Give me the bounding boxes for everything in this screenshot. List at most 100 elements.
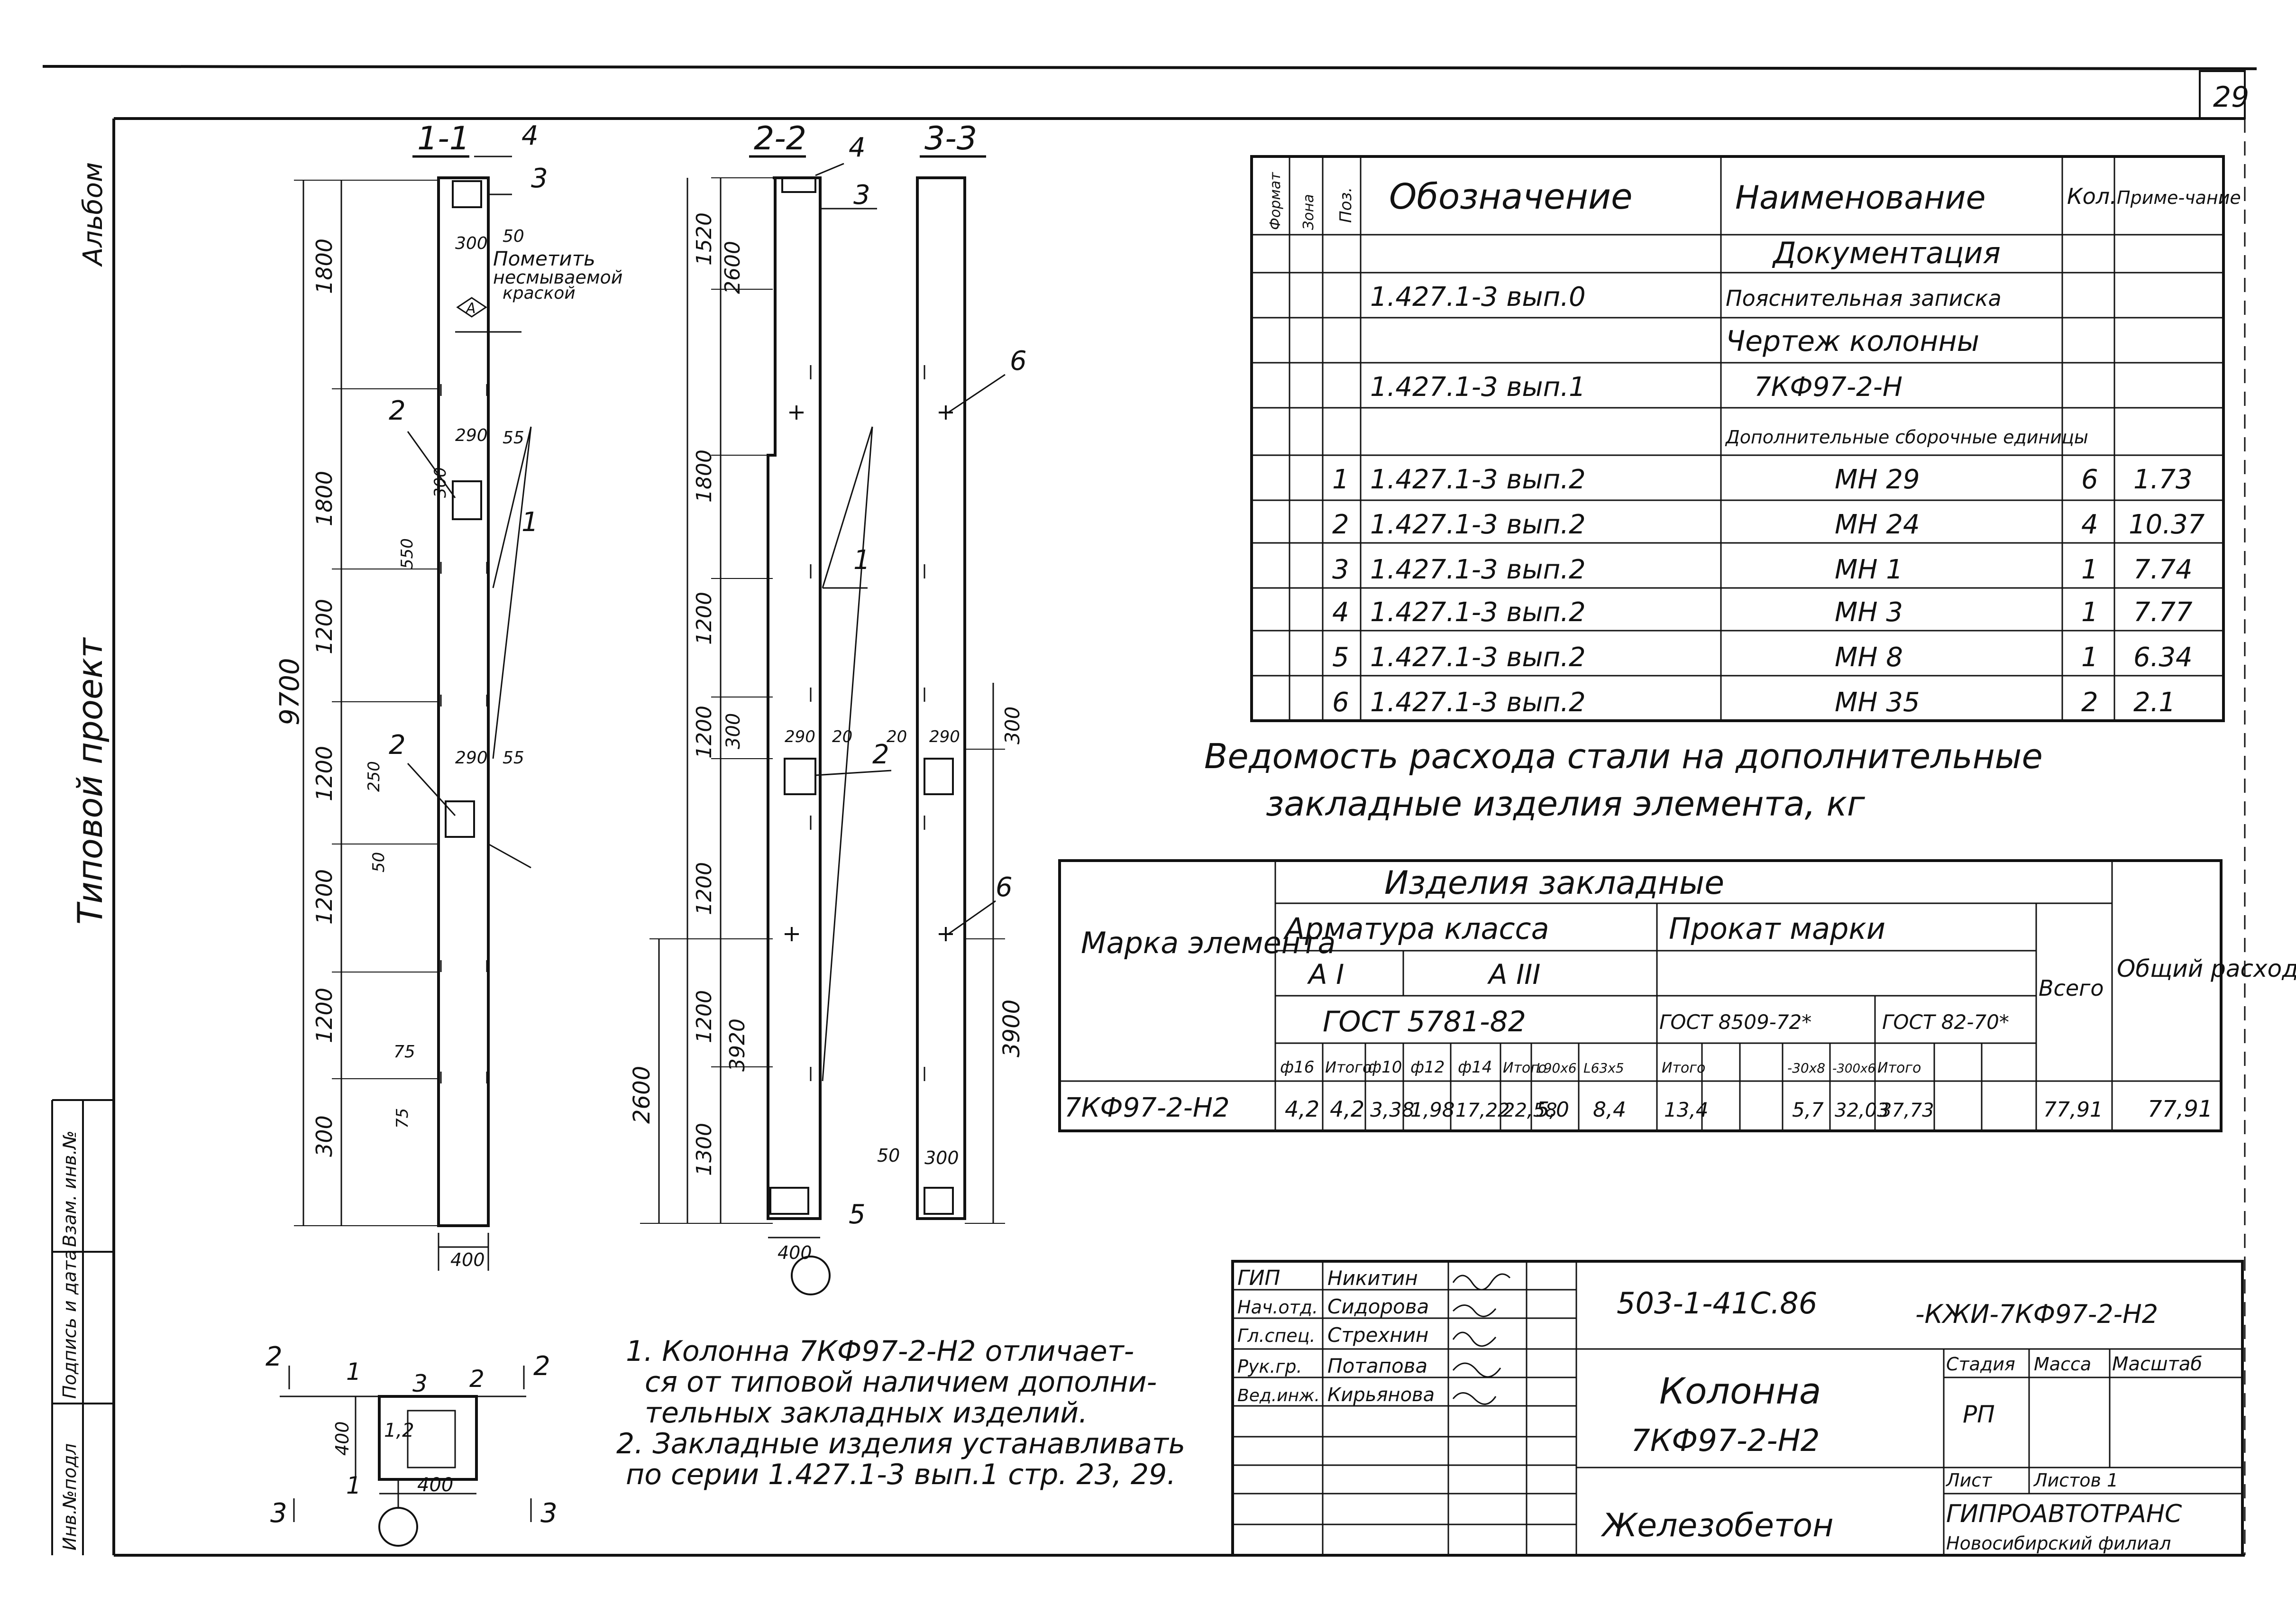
spec-row-5-poz: 2	[1332, 509, 1349, 540]
callout-1-v2: 1	[853, 545, 870, 576]
callout-3: 3	[531, 163, 548, 194]
plan-dim-400-h: 400	[417, 1474, 453, 1496]
steel-sub-9: -30х8	[1787, 1060, 1825, 1076]
spec-h-prim: Приме-чание	[2117, 187, 2241, 208]
dim-300-top: 300	[455, 234, 488, 253]
spec-row-2-oboz: 1.427.1-3 вып.1	[1370, 372, 1586, 403]
callout-2-v2: 2	[872, 739, 889, 770]
note-line-2: несмываемой	[493, 267, 622, 288]
spec-row-8-oboz: 1.427.1-3 вып.2	[1370, 642, 1586, 673]
steel-sub-1: Итого	[1325, 1058, 1372, 1076]
spec-row-2-name: 7КФ97-2-Н	[1754, 372, 1903, 403]
plan-label-1-bottom: 1	[346, 1472, 361, 1499]
callout-5-v2: 5	[849, 1199, 866, 1230]
spec-row-9-poz: 6	[1332, 687, 1349, 718]
steel-val-12: 77,91	[2043, 1098, 2103, 1122]
tb-code-suffix: -КЖИ-7КФ97-2-Н2	[1915, 1299, 2158, 1329]
dim-1200-v2b: 1200	[692, 706, 716, 759]
steel-sub-8: Итого	[1662, 1060, 1705, 1076]
plan-label-1-top: 1	[346, 1358, 361, 1385]
view-1-1: 4 3 2 2 1 Пометить несмываемой краской А…	[274, 120, 622, 1271]
spec-h-format: Формат	[1267, 172, 1284, 230]
spec-row-9-kol: 2	[2081, 687, 2098, 718]
plan-view: 2 2 3 3 1 3 2 1,2 1 400 400	[265, 1341, 558, 1547]
spec-row-7-kol: 1	[2081, 597, 2098, 628]
dim-290-b: 290	[455, 748, 488, 768]
tb-role-4: Вед.инж.	[1237, 1386, 1320, 1405]
steel-sub-10: -300х6	[1832, 1062, 1875, 1076]
dim-2600-bottom: 2600	[629, 1066, 655, 1124]
stamp-cell-sign: Подпись и дата	[59, 1249, 80, 1399]
album-label: Альбом	[78, 162, 109, 267]
dim-1200-v2a: 1200	[692, 592, 716, 645]
spec-table: Формат Зона Поз. Обозначение Наименовани…	[1250, 155, 2241, 722]
section-labels: 1-1 2-2 3-3	[412, 120, 986, 158]
tb-name-2: Стрехнин	[1327, 1323, 1428, 1347]
steel-sub-3: ф12	[1410, 1058, 1445, 1077]
tb-role-2: Гл.спец.	[1237, 1325, 1316, 1346]
plan-label-2: 2	[469, 1365, 485, 1393]
steel-val-0: 4,2	[1285, 1096, 1319, 1122]
tb-role-0: ГИП	[1237, 1266, 1281, 1290]
spec-row-4-poz: 1	[1332, 464, 1349, 495]
steel-val-9: 5,7	[1792, 1098, 1824, 1121]
dim-1520: 1520	[692, 212, 716, 266]
steel-caption-2: закладные изделия элемента, кг	[1266, 784, 1866, 824]
spec-h-kol: Кол.	[2067, 184, 2117, 209]
tb-name-1: Сидорова	[1327, 1295, 1429, 1318]
note-line-3: краской	[503, 284, 576, 303]
spec-row-9-name: МН 35	[1835, 687, 1920, 718]
tb-sheets-h: Листов 1	[2033, 1470, 2118, 1491]
steel-val-5: 22,58	[1503, 1100, 1557, 1121]
tb-org: ГИПРОАВТОТРАНС	[1946, 1500, 2182, 1528]
dim-75-a: 75	[393, 1042, 415, 1062]
dim-300-b: 300	[431, 467, 450, 498]
steel-val-10: 32,03	[1835, 1100, 1889, 1121]
callout-6-bottom: 6	[996, 872, 1013, 903]
steel-val-3: 1,98	[1410, 1098, 1455, 1121]
spec-row-5-prim: 10.37	[2129, 509, 2205, 540]
cut-2-right: 2	[533, 1351, 550, 1382]
cut-3-right: 3	[540, 1498, 558, 1529]
dim-290-v3: 290	[929, 727, 960, 746]
dim-1200-v2d: 1200	[692, 990, 716, 1043]
steel-h-items: Изделия закладные	[1384, 864, 1724, 902]
dim-300: 300	[311, 1115, 337, 1157]
cut-2-left: 2	[265, 1341, 283, 1372]
spec-row-8-kol: 1	[2081, 642, 2098, 673]
stamp-cell-inv: Инв.№подл	[59, 1443, 80, 1551]
dim-300-v2: 300	[723, 713, 744, 749]
spec-row-6-oboz: 1.427.1-3 вып.2	[1370, 554, 1586, 585]
spec-row-0-oboz: 1.427.1-3 вып.0	[1370, 282, 1586, 312]
stamp-cell-replace: Взам. инв.№	[59, 1130, 80, 1247]
steel-val-4: 17,22	[1455, 1100, 1510, 1121]
spec-row-8-poz: 5	[1332, 642, 1349, 673]
dim-9700: 9700	[274, 658, 305, 725]
steel-h-AIII: А III	[1487, 958, 1540, 991]
spec-row-6-name: МН 1	[1835, 554, 1903, 585]
tb-title-1: Колонна	[1659, 1370, 1821, 1412]
steel-sub-2: ф10	[1368, 1058, 1402, 1077]
tb-stage: РП	[1963, 1401, 1995, 1428]
tb-role-1: Нач.отд.	[1237, 1297, 1318, 1318]
steel-h-gost3: ГОСТ 82-70*	[1882, 1010, 2009, 1034]
section-label-3-3: 3-3	[924, 120, 977, 157]
spec-row-4-name: МН 29	[1835, 464, 1920, 495]
dim-55-b: 55	[503, 748, 524, 768]
spec-row-4-prim: 1.73	[2133, 464, 2193, 495]
dim-50-b: 50	[369, 852, 388, 872]
tb-scale-h: Масштаб	[2112, 1353, 2202, 1375]
spec-row-9-oboz: 1.427.1-3 вып.2	[1370, 687, 1586, 718]
note-1: 1. Колонна 7КФ97-2-Н2 отличает-	[626, 1335, 1134, 1368]
view-3-3: 6 6 20 290 300 3900 50 300	[877, 176, 1027, 1224]
steel-val-8: 13,4	[1664, 1098, 1709, 1121]
tb-role-3: Рук.гр.	[1237, 1356, 1302, 1377]
signature-marks	[1452, 1273, 1511, 1405]
spec-row-6-prim: 7.74	[2133, 554, 2193, 585]
note-2: ся от типовой наличием дополни-	[645, 1366, 1157, 1399]
steel-val-6: 5,0	[1536, 1098, 1569, 1122]
spec-row-5-name: МН 24	[1835, 509, 1920, 540]
spec-row-6-kol: 1	[2081, 554, 2098, 585]
sheet-number: 29	[2213, 81, 2249, 114]
note-line-1: Пометить	[493, 247, 595, 270]
